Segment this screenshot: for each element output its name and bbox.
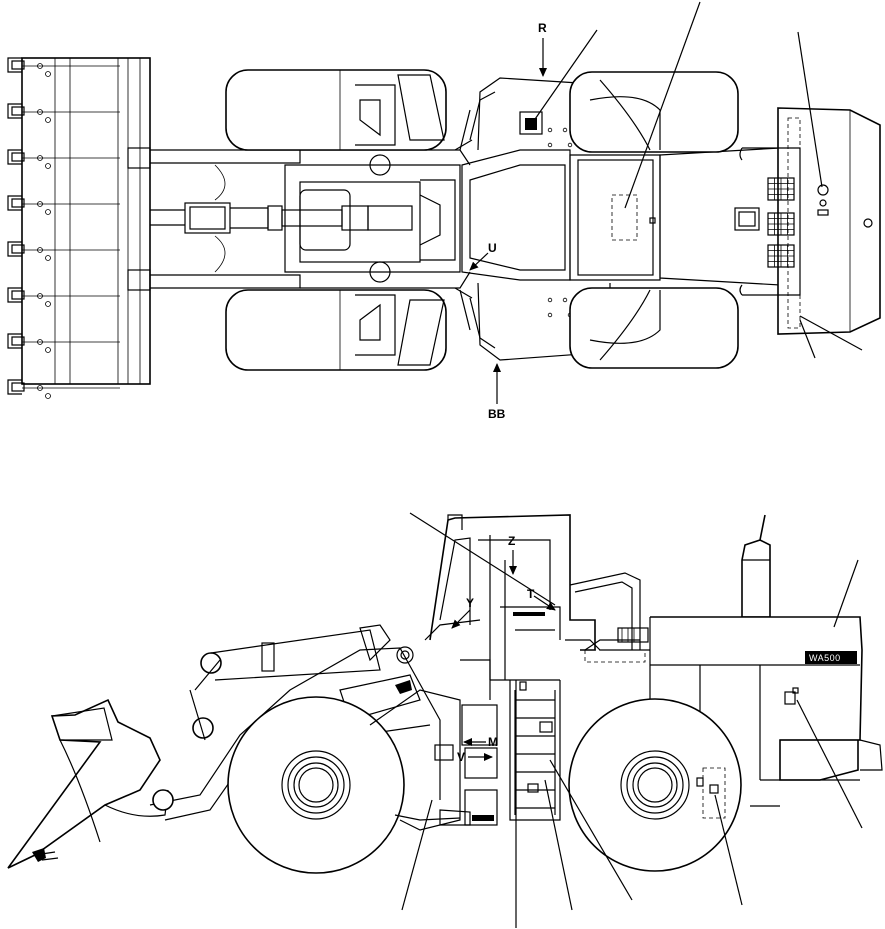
- bucket-tooth: [7, 103, 120, 123]
- bucket-tooth: [7, 333, 120, 353]
- bucket-tooth: [7, 241, 120, 261]
- bucket-tooth: [7, 195, 120, 215]
- callout-z: Z: [508, 534, 515, 548]
- rivet: [562, 297, 568, 303]
- callout-u: U: [488, 241, 497, 255]
- side-bucket: [7, 698, 169, 869]
- top-rear-body: [569, 147, 781, 286]
- top-view: R U BB: [7, 1, 881, 421]
- side-handrail: [569, 572, 649, 663]
- top-lift-arms: [127, 147, 413, 291]
- top-front-tire-lower: [225, 289, 447, 371]
- vent-grille: [767, 212, 795, 236]
- callout-r: R: [538, 21, 547, 35]
- rivet: [547, 297, 553, 303]
- bucket-tooth: [7, 287, 120, 307]
- side-cab: [424, 514, 650, 700]
- rivet: [547, 127, 553, 133]
- top-callouts: R U BB: [469, 1, 863, 421]
- bucket-tooth: [7, 149, 120, 169]
- callout-y: Y: [466, 596, 474, 610]
- top-front-tire-upper: [225, 69, 447, 151]
- top-rear-tire-upper: [569, 71, 739, 153]
- callout-t: T: [527, 587, 535, 601]
- top-counterweight: [734, 107, 881, 335]
- callout-v: V: [457, 750, 465, 764]
- top-articulation: [454, 139, 571, 299]
- callout-bb: BB: [488, 407, 506, 421]
- top-rear-tire-lower: [569, 287, 739, 369]
- rivet: [547, 312, 553, 318]
- side-ladder: [509, 680, 561, 821]
- bucket-tooth: [7, 57, 120, 77]
- side-boom: [149, 624, 454, 821]
- vent-grille: [767, 244, 795, 268]
- rivet: [567, 142, 573, 148]
- bucket-tooth: [7, 379, 120, 399]
- side-rear-tire: [568, 698, 742, 872]
- rivet: [547, 142, 553, 148]
- side-callouts: Z T Y M V: [401, 512, 863, 928]
- vent-grille: [767, 177, 795, 201]
- callout-m: M: [488, 735, 498, 749]
- side-front-tire: [227, 696, 405, 874]
- top-bucket: [7, 57, 151, 399]
- side-exhaust: [741, 514, 771, 618]
- model-plate-text: WA500: [809, 653, 841, 663]
- top-front-frame: [284, 149, 471, 289]
- rivet: [562, 127, 568, 133]
- side-view: WA500 Z T Y M: [7, 512, 883, 928]
- side-front-frame: [369, 689, 498, 831]
